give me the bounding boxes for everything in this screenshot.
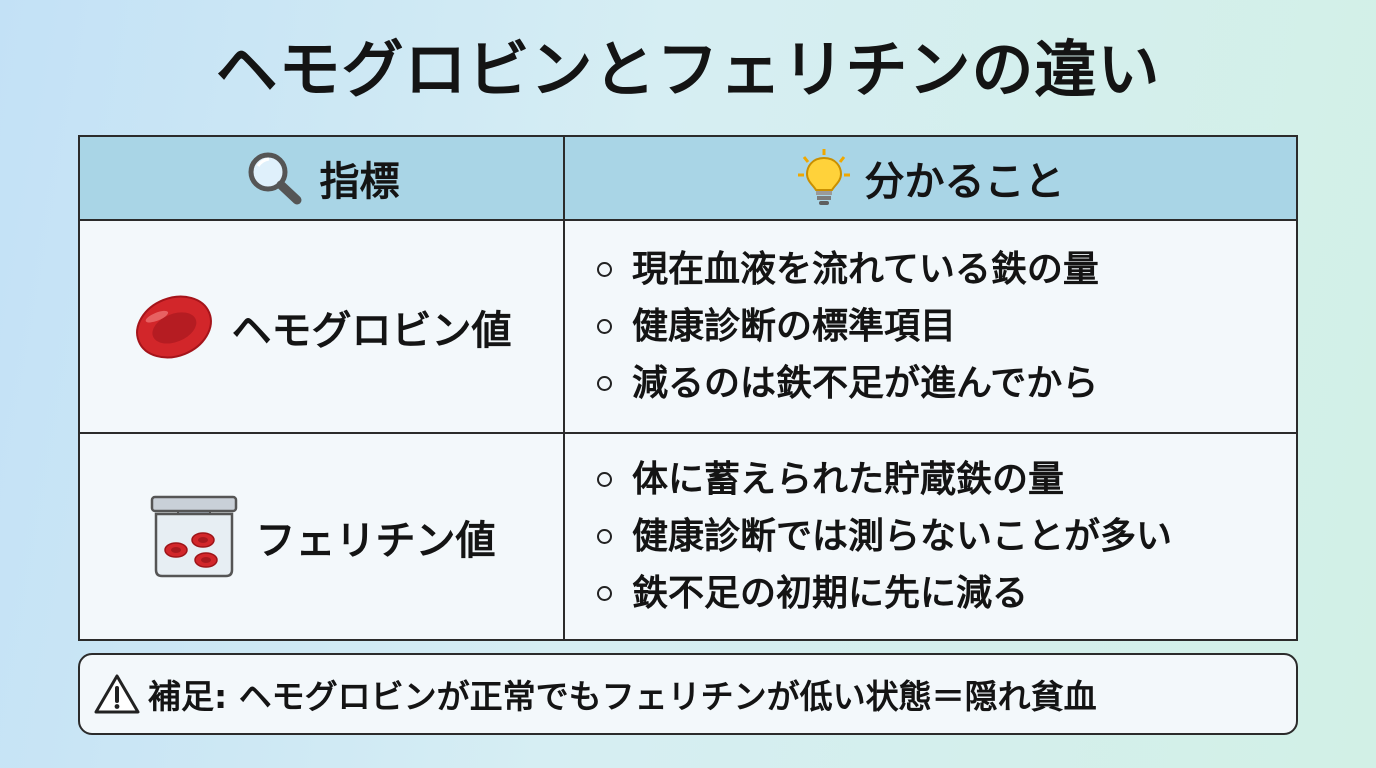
hemoglobin-label: ヘモグロビン値 bbox=[231, 307, 512, 354]
bullet-icon bbox=[597, 262, 612, 277]
row-detail-cell: 体に蓄えられた貯蔵鉄の量 健康診断では測らないことが多い 鉄不足の初期に先に減る bbox=[565, 434, 1296, 639]
storage-jar-icon bbox=[148, 494, 240, 580]
red-blood-cell-icon bbox=[132, 291, 216, 363]
comparison-table: 指標 分かること bbox=[78, 135, 1298, 641]
header-indicator-cell: 指標 bbox=[80, 137, 565, 219]
bullet-icon bbox=[597, 319, 612, 334]
bullet-list: 現在血液を流れている鉄の量 健康診断の標準項目 減るのは鉄不足が進んでから bbox=[565, 241, 1099, 412]
list-item: 鉄不足の初期に先に減る bbox=[597, 565, 1172, 622]
header-meaning-label: 分かること bbox=[864, 159, 1065, 205]
header-indicator-label: 指標 bbox=[319, 159, 400, 205]
bullet-icon bbox=[597, 472, 612, 487]
header-meaning-cell: 分かること bbox=[565, 137, 1296, 219]
bullet-list: 体に蓄えられた貯蔵鉄の量 健康診断では測らないことが多い 鉄不足の初期に先に減る bbox=[565, 451, 1172, 622]
list-item: 減るのは鉄不足が進んでから bbox=[597, 355, 1099, 412]
list-item: 現在血液を流れている鉄の量 bbox=[597, 241, 1099, 298]
table-row: フェリチン値 体に蓄えられた貯蔵鉄の量 健康診断では測らないことが多い 鉄不足の… bbox=[80, 434, 1296, 639]
table-header-row: 指標 分かること bbox=[80, 137, 1296, 221]
list-item: 健康診断の標準項目 bbox=[597, 298, 1099, 355]
bullet-icon bbox=[597, 586, 612, 601]
ferritin-label: フェリチン値 bbox=[255, 517, 496, 564]
row-detail-cell: 現在血液を流れている鉄の量 健康診断の標準項目 減るのは鉄不足が進んでから bbox=[565, 221, 1296, 432]
page-title: ヘモグロビンとフェリチンの違い bbox=[215, 33, 1161, 106]
list-item: 健康診断では測らないことが多い bbox=[597, 508, 1172, 565]
note-text: 補足: ヘモグロビンが正常でもフェリチンが低い状態＝隠れ貧血 bbox=[148, 677, 1097, 716]
table-row: ヘモグロビン値 現在血液を流れている鉄の量 健康診断の標準項目 減るのは鉄不足が… bbox=[80, 221, 1296, 434]
row-label-cell: フェリチン値 bbox=[80, 434, 565, 639]
bullet-icon bbox=[597, 376, 612, 391]
list-item: 体に蓄えられた貯蔵鉄の量 bbox=[597, 451, 1172, 508]
row-label-cell: ヘモグロビン値 bbox=[80, 221, 565, 432]
supplement-note: 補足: ヘモグロビンが正常でもフェリチンが低い状態＝隠れ貧血 bbox=[78, 653, 1298, 735]
magnifier-icon bbox=[244, 149, 306, 207]
bullet-icon bbox=[597, 529, 612, 544]
lightbulb-icon bbox=[797, 148, 851, 208]
warning-icon bbox=[94, 673, 140, 715]
